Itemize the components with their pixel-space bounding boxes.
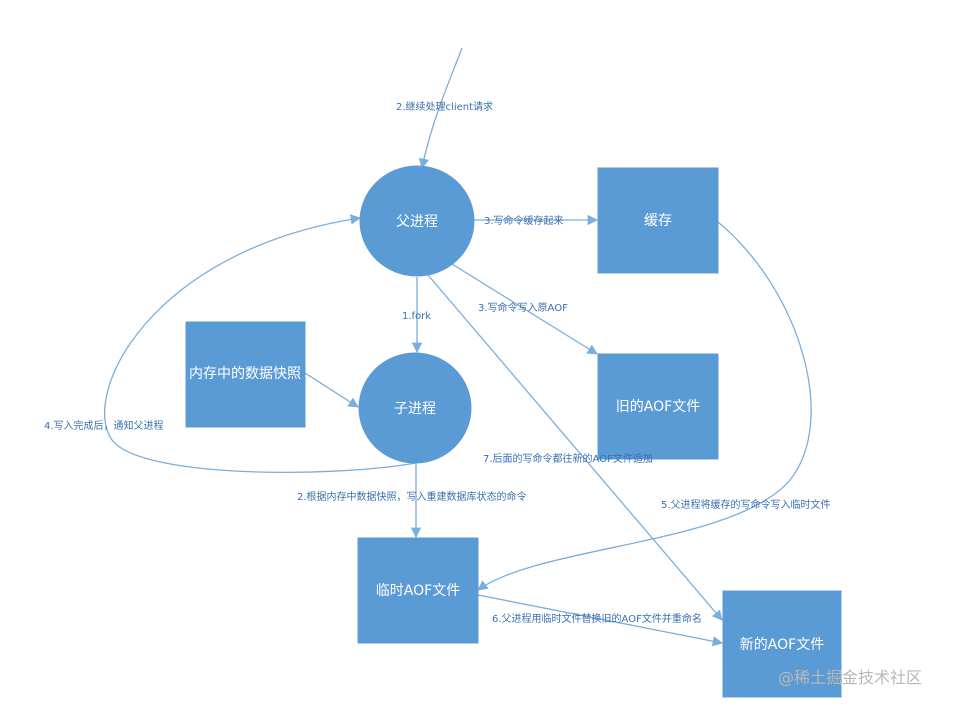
node-cache: 缓存 [597,167,719,274]
label-write-old-aof: 3.写命令写入原AOF [478,301,568,314]
edge-child-notify-parent [103,214,417,473]
edge-client-to-parent [418,47,463,170]
edge-cache-to-temp-aof [477,221,812,591]
node-parent-process: 父进程 [359,165,475,277]
edge-temp-to-new-aof [477,594,724,647]
node-new-aof-label: 新的AOF文件 [740,637,824,653]
node-memory-snapshot: 内存中的数据快照 [185,321,306,428]
edge-parent-to-old-aof [451,263,598,355]
watermark: @稀土掘金技术社区 [778,668,922,687]
node-temp-aof-file: 临时AOF文件 [357,537,479,644]
node-parent-label: 父进程 [396,214,438,230]
label-fork: 1.fork [402,311,431,322]
label-notify-parent: 4.写入完成后，通知父进程 [44,419,164,432]
label-replace-rename: 6.父进程用临时文件替换旧的AOF文件并重命名 [492,612,702,625]
node-temp-aof-label: 临时AOF文件 [376,583,460,599]
label-cache-to-temp: 5.父进程将缓存的写命令写入临时文件 [661,498,831,511]
label-continue-client: 2.继续处理client请求 [396,100,493,113]
node-new-aof-file: 新的AOF文件 [722,590,842,698]
edge-parent-to-new-aof [427,274,723,621]
node-child-process: 子进程 [358,352,472,464]
label-cache-command: 3.写命令缓存起来 [484,214,564,227]
node-old-aof-file: 旧的AOF文件 [597,353,719,460]
label-rebuild-commands: 2.根据内存中数据快照，写入重建数据库状态的命令 [297,490,527,503]
node-cache-label: 缓存 [644,213,672,229]
node-old-aof-label: 旧的AOF文件 [616,399,700,415]
node-snapshot-label: 内存中的数据快照 [189,366,301,382]
node-child-label: 子进程 [394,401,436,417]
edge-snapshot-to-child [304,372,359,408]
label-later-commands: 7.后面的写命令都往新的AOF文件追加 [483,452,653,465]
